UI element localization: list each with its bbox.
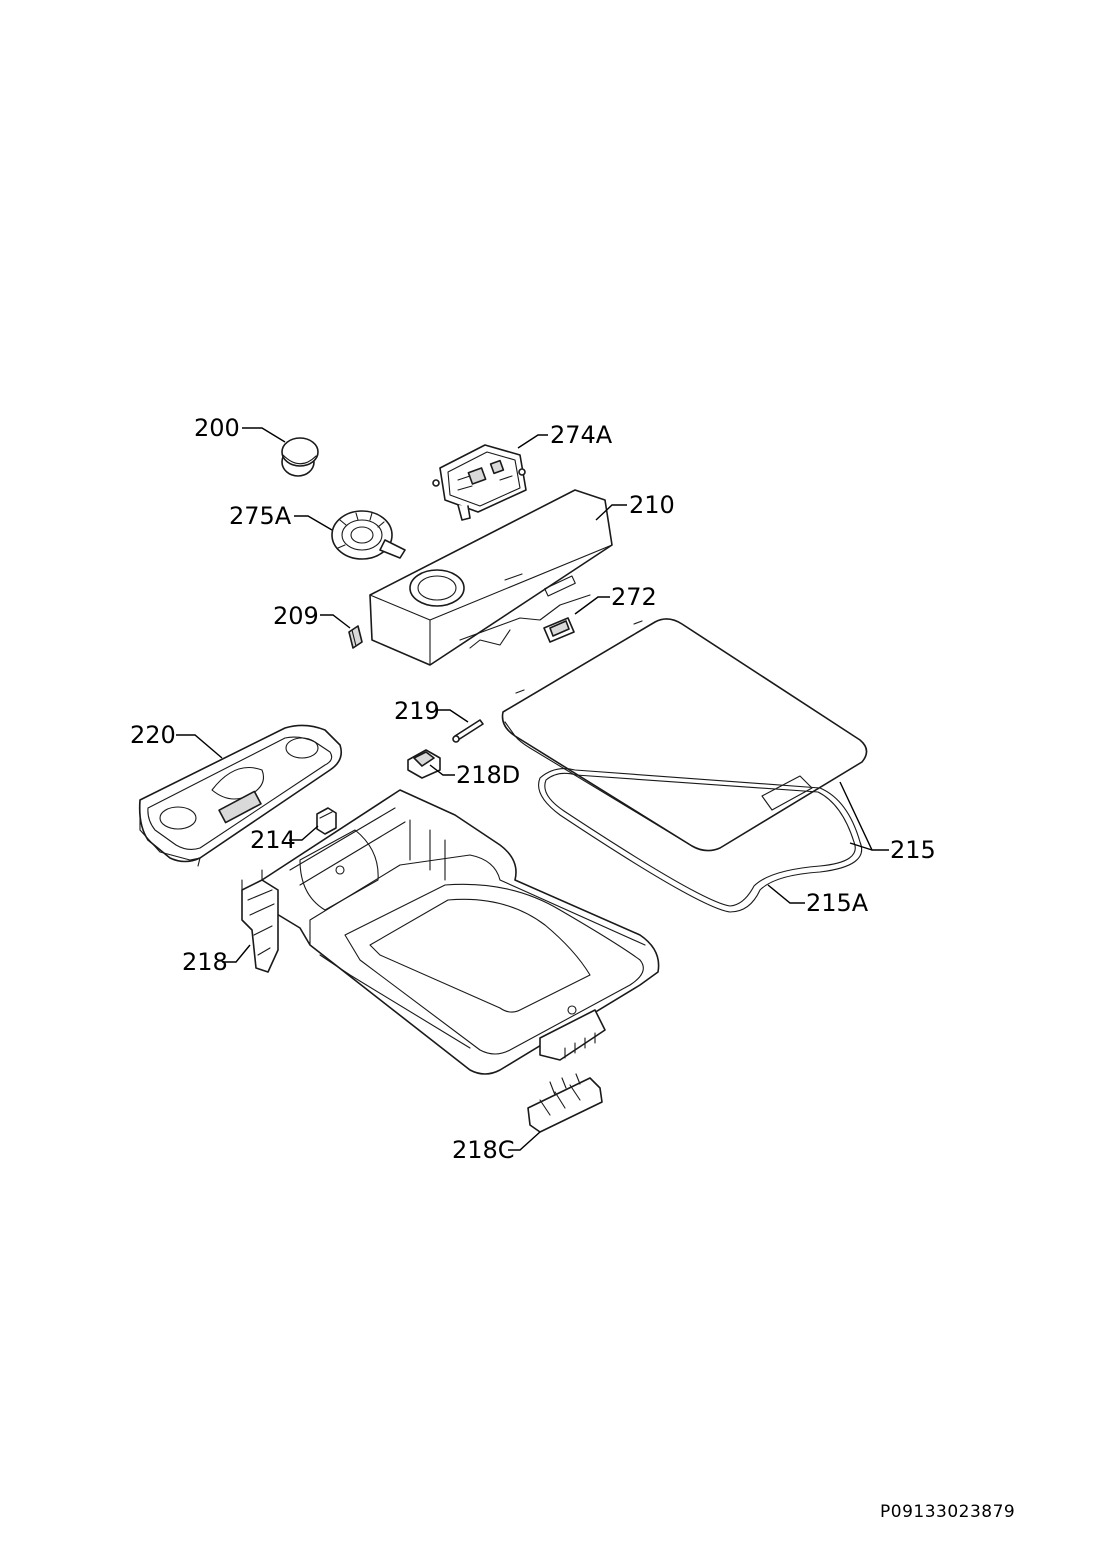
part-219-pin xyxy=(452,719,484,743)
leader-218D xyxy=(429,764,455,776)
callout-272: 272 xyxy=(611,583,657,611)
part-209-clip xyxy=(348,625,363,649)
part-210-control-panel xyxy=(369,489,613,666)
callout-218C: 218C xyxy=(452,1136,515,1164)
leader-lines xyxy=(176,427,889,1151)
leader-219 xyxy=(437,709,469,723)
leader-215-a xyxy=(839,781,889,851)
callout-218: 218 xyxy=(182,948,228,976)
callout-210: 210 xyxy=(629,491,675,519)
callout-219: 219 xyxy=(394,697,440,725)
callout-215A: 215A xyxy=(806,889,869,917)
callout-275A: 275A xyxy=(229,502,292,530)
part-215A-seal xyxy=(538,768,863,913)
callout-215: 215 xyxy=(890,836,936,864)
callout-209: 209 xyxy=(273,602,319,630)
leader-274A xyxy=(517,434,548,449)
leader-214 xyxy=(289,825,319,841)
part-272-latch xyxy=(543,617,575,643)
part-dispenser-housing xyxy=(261,789,660,1075)
part-218D-clip xyxy=(407,749,441,779)
leader-275A xyxy=(294,515,333,531)
leader-272 xyxy=(574,596,610,615)
document-id: P09133023879 xyxy=(880,1502,1016,1522)
part-218C-latch-block xyxy=(527,1073,603,1133)
callout-200: 200 xyxy=(194,414,240,442)
leader-210 xyxy=(595,504,627,521)
callout-218D: 218D xyxy=(456,761,520,789)
callout-214: 214 xyxy=(250,826,296,854)
callout-274A: 274A xyxy=(550,421,613,449)
leader-209 xyxy=(320,614,351,629)
callout-labels: 200 274A 275A 210 209 272 219 220 218D 2… xyxy=(130,414,936,1164)
leader-215-b xyxy=(849,842,873,851)
part-275A-selector xyxy=(331,510,406,560)
part-220-cover-frame xyxy=(138,724,343,867)
leader-218C xyxy=(508,1131,541,1151)
part-215-lid xyxy=(501,618,868,852)
leader-200 xyxy=(242,427,286,443)
part-214-connector xyxy=(316,807,337,835)
leader-218 xyxy=(222,944,251,963)
part-218-bracket xyxy=(241,869,279,973)
leader-220 xyxy=(176,734,223,759)
leader-215A xyxy=(767,884,805,904)
part-200-knob xyxy=(281,437,319,477)
part-274A-module xyxy=(432,444,527,521)
callout-220: 220 xyxy=(130,721,176,749)
